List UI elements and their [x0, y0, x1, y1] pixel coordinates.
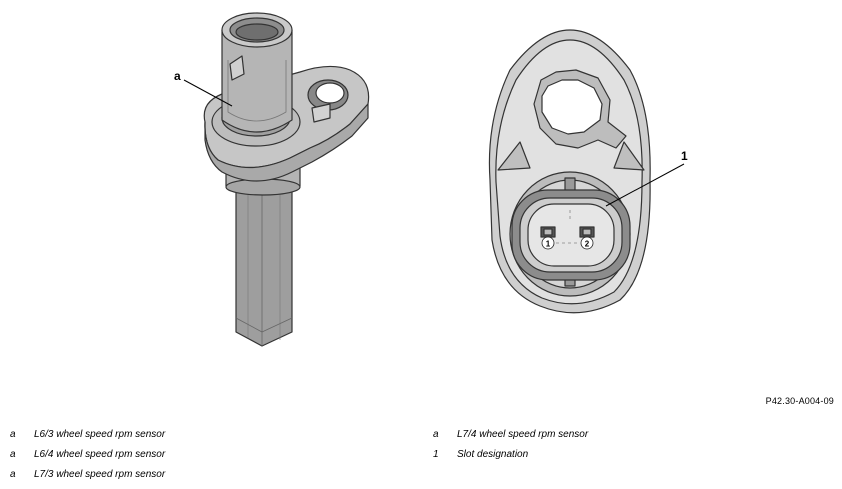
legend-text: L7/3 wheel speed rpm sensor — [34, 469, 166, 480]
legend-item: a L7/4 wheel speed rpm sensor — [433, 428, 588, 448]
callout-a-label: a — [174, 69, 181, 83]
legend-item: a L6/4 wheel speed rpm sensor — [10, 448, 165, 468]
legend-key: a — [10, 449, 16, 460]
sensor-top-view — [488, 29, 651, 314]
legend-item: a L7/3 wheel speed rpm sensor — [10, 468, 165, 488]
callout-1-leader — [605, 163, 685, 207]
legend-key: a — [10, 429, 16, 440]
sensor-illustration: a 1 2 1 — [174, 12, 688, 347]
sensor-side-view — [203, 12, 370, 347]
legend-item: a L6/3 wheel speed rpm sensor — [10, 428, 165, 448]
callout-1-label: 1 — [681, 149, 688, 163]
figure-reference-code: P42.30-A004-09 — [765, 396, 834, 406]
callout-a-leader — [183, 79, 233, 107]
legend-text: Slot designation — [457, 449, 529, 460]
pin-1-label: 1 — [546, 240, 551, 249]
pin-1-marker: 1 — [541, 236, 555, 250]
legend-text: L7/4 wheel speed rpm sensor — [457, 429, 589, 440]
legend-text: L6/4 wheel speed rpm sensor — [34, 449, 166, 460]
pin-2-marker: 2 — [580, 236, 594, 250]
legend-key: a — [10, 469, 16, 480]
legend-item: 1 Slot designation — [433, 448, 588, 468]
legend-key: a — [433, 429, 439, 440]
legend-right-column: a L7/4 wheel speed rpm sensor 1 Slot desig… — [433, 428, 588, 468]
legend-key: 1 — [433, 449, 439, 460]
legend-text: L6/3 wheel speed rpm sensor — [34, 429, 166, 440]
pin-2-label: 2 — [585, 240, 590, 249]
